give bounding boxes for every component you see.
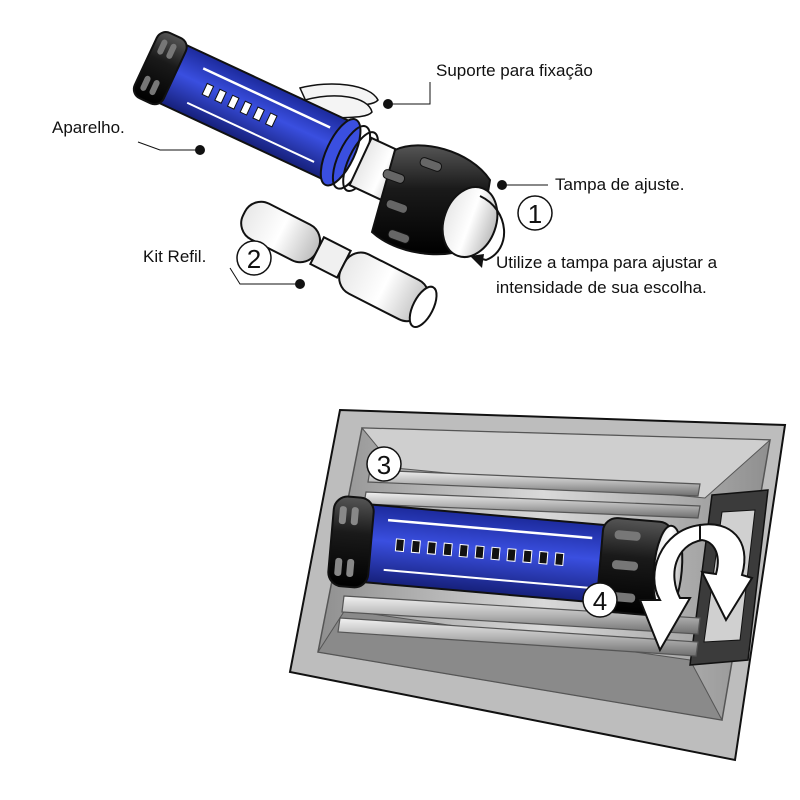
svg-text:1: 1 <box>528 199 542 229</box>
step-badge-4: 4 <box>582 582 618 618</box>
svg-text:3: 3 <box>377 450 391 480</box>
label-instruction-line1: Utilize a tampa para ajustar a <box>496 253 718 272</box>
label-suporte: Suporte para fixação <box>436 61 593 80</box>
leader-lines <box>137 82 548 285</box>
vent-slats <box>337 469 701 657</box>
step-badge-1: 1 <box>517 195 553 231</box>
leader-dot-aparelho <box>195 145 205 155</box>
rotate-arrow-icon <box>477 195 506 262</box>
installed-vent-slots <box>394 538 565 567</box>
label-aparelho: Aparelho. <box>52 118 125 137</box>
label-kit-refil: Kit Refil. <box>143 247 206 266</box>
label-tampa: Tampa de ajuste. <box>555 175 684 194</box>
step-badge-2: 2 <box>236 240 272 276</box>
leader-dot-suporte <box>383 99 393 109</box>
adjustment-cap <box>370 144 506 268</box>
svg-text:2: 2 <box>247 244 261 274</box>
refill-kit <box>240 200 438 328</box>
body-vent-slots <box>201 82 278 128</box>
device-exploded-view <box>132 31 506 328</box>
leader-dot-refil <box>295 279 305 289</box>
svg-text:4: 4 <box>593 586 607 616</box>
step-badge-3: 3 <box>366 446 402 482</box>
leader-dot-tampa <box>497 180 507 190</box>
rotate-arrow-icon <box>638 523 754 653</box>
label-instruction-line2: intensidade de sua escolha. <box>496 278 707 297</box>
air-vent-installed-view <box>288 408 787 762</box>
